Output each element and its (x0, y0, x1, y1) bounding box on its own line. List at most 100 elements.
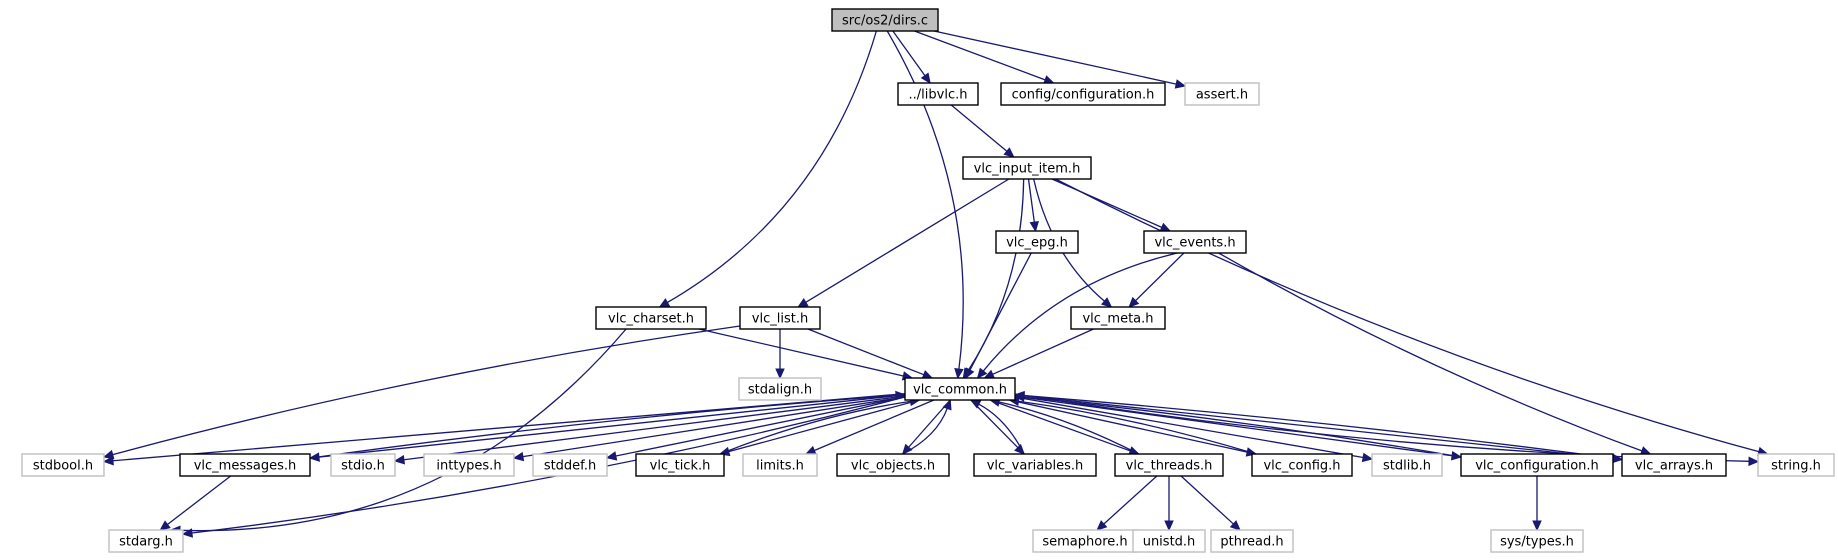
edge-vlc_input_item_h-to-vlc_list_h (805, 178, 1010, 303)
node-vlc-common-h[interactable]: vlc_common.h (904, 377, 1016, 401)
node-box (1143, 230, 1247, 254)
edge-vlc_config_h-to-vlc_common_h (1018, 400, 1257, 455)
node-vlc-epg-h[interactable]: vlc_epg.h (995, 230, 1079, 254)
edge-vlc_common_h-to-inttypes_h (522, 396, 906, 458)
node-box (995, 230, 1079, 254)
node-label: semaphore.h (1042, 535, 1127, 550)
node-vlc-input-item-h[interactable]: vlc_input_item.h (962, 156, 1092, 180)
arrowhead-vlc_input_item_h-to-vlc_events_h (1159, 222, 1172, 232)
edge-vlc_common_h-to-stddef_h (615, 396, 906, 457)
node-limits-h: limits.h (742, 453, 818, 477)
node-vlc-configuration-h[interactable]: vlc_configuration.h (1460, 453, 1614, 477)
edge-vlc_events_h-to-vlc_common_h (982, 252, 1178, 372)
node-label: limits.h (756, 459, 804, 474)
edge-vlc_configuration_h-to-vlc_common_h (1023, 396, 1462, 458)
arrowhead-dirs_c-to-vlc_charset_h (658, 298, 671, 308)
node-box (532, 453, 608, 477)
node-vlc-objects-h[interactable]: vlc_objects.h (836, 453, 950, 477)
arrowhead-vlc_common_h-to-stdarg_h (181, 528, 194, 538)
arrowhead-vlc_events_h-to-vlc_common_h (976, 367, 988, 379)
node-label: assert.h (1196, 88, 1248, 103)
node-dirs-c[interactable]: src/os2/dirs.c (831, 8, 939, 32)
node-stdlib-h: stdlib.h (1371, 453, 1443, 477)
node-label: stddef.h (544, 459, 596, 474)
edge-vlc_common_h-to-vlc_config_h (1009, 399, 1248, 453)
node-label: vlc_input_item.h (974, 162, 1081, 177)
node-config-configuration-h[interactable]: config/configuration.h (1000, 82, 1166, 106)
edge-vlc_messages_h-to-stdarg_h (167, 475, 232, 526)
edge-vlc_list_h-to-vlc_common_h (807, 328, 924, 376)
edge-dirs_c-to-vlc_common_h (886, 30, 964, 370)
edge-vlc_common_h-to-vlc_arrays_h (1014, 394, 1614, 460)
node-label: vlc_configuration.h (1475, 459, 1599, 474)
node-label: stdbool.h (33, 459, 93, 474)
arrowhead-vlc_events_h-to-vlc_meta_h (1128, 296, 1140, 308)
node-vlc-charset-h[interactable]: vlc_charset.h (595, 306, 707, 330)
node-box (831, 8, 939, 32)
arrowhead-vlc_input_item_h-to-vlc_epg_h (1029, 220, 1039, 233)
node-label: vlc_threads.h (1126, 459, 1213, 474)
node-label: vlc_meta.h (1082, 312, 1153, 327)
node-label: vlc_arrays.h (1635, 459, 1713, 474)
arrowhead-vlc_common_h-to-limits_h (804, 445, 817, 455)
node-box (742, 453, 818, 477)
edge-vlc_common_h-to-vlc_tick_h (728, 399, 920, 453)
arrowhead-dirs_c-to-assert_h (1174, 79, 1187, 89)
edge-vlc_charset_h-to-vlc_common_h (698, 328, 904, 377)
node-box (635, 453, 725, 477)
arrowhead-vlc_threads_h-to-pthread_h (1229, 520, 1241, 531)
node-vlc-list-h[interactable]: vlc_list.h (739, 306, 821, 330)
edge-vlc_messages_h-to-vlc_common_h (309, 394, 897, 459)
arrowhead-vlc_common_h-to-stdio_h (393, 454, 406, 465)
node-label: string.h (1771, 459, 1821, 474)
node-label: vlc_messages.h (194, 459, 297, 474)
node-label: vlc_config.h (1263, 459, 1340, 474)
node-box (1114, 453, 1224, 477)
edge-vlc_input_item_h-to-string_h (1055, 178, 1759, 453)
node-label: inttypes.h (436, 459, 501, 474)
edge-vlc_variables_h-to-vlc_common_h (978, 403, 1025, 455)
edge-dirs_c-to-assert_h (933, 30, 1177, 85)
arrowhead-vlc_arrays_h-to-vlc_common_h (1013, 390, 1025, 401)
node-unistd-h: unistd.h (1132, 529, 1206, 553)
node-box (739, 306, 821, 330)
arrowhead-vlc_list_h-to-stdbool_h (102, 449, 115, 460)
node-box (1757, 453, 1835, 477)
nodes-layer: src/os2/dirs.c ../libvlc.h config/configur… (21, 8, 1835, 553)
arrowhead-vlc_threads_h-to-unistd_h (1164, 520, 1174, 532)
arrowhead-dirs_c-to-libvlc_h (920, 72, 931, 85)
node-vlc-tick-h[interactable]: vlc_tick.h (635, 453, 725, 477)
node-box (836, 453, 950, 477)
node-box (108, 529, 184, 553)
node-box (423, 453, 515, 477)
arrowhead-vlc_threads_h-to-semaphore_h (1096, 520, 1108, 531)
node-box (21, 453, 105, 477)
node-vlc-variables-h[interactable]: vlc_variables.h (973, 453, 1097, 477)
edge-dirs_c-to-config_configuration_h (914, 30, 1046, 81)
edge-vlc_objects_h-to-vlc_common_h (902, 408, 948, 455)
edge-vlc_tick_h-to-vlc_common_h (719, 400, 911, 455)
node-label: sys/types.h (1500, 535, 1574, 550)
node-libvlc-h[interactable]: ../libvlc.h (897, 82, 979, 106)
node-box (1371, 453, 1443, 477)
arrowhead-vlc_common_h-to-stdlib_h (1361, 452, 1374, 463)
node-vlc-arrays-h[interactable]: vlc_arrays.h (1621, 453, 1727, 477)
node-sys-types-h: sys/types.h (1490, 529, 1584, 553)
node-vlc-events-h[interactable]: vlc_events.h (1143, 230, 1247, 254)
arrowhead-vlc_epg_h-to-vlc_common_h (965, 367, 975, 380)
edge-dirs_c-to-vlc_charset_h (667, 30, 877, 304)
node-vlc-config-h[interactable]: vlc_config.h (1251, 453, 1353, 477)
node-box (179, 453, 311, 477)
node-vlc-meta-h[interactable]: vlc_meta.h (1070, 306, 1166, 330)
edge-vlc_threads_h-to-semaphore_h (1103, 475, 1158, 525)
node-label: stdalign.h (748, 383, 812, 398)
arrowhead-vlc_input_item_h-to-vlc_meta_h (1100, 297, 1113, 308)
edge-vlc_list_h-to-stdbool_h (112, 325, 741, 456)
node-stdalign-h: stdalign.h (738, 377, 822, 401)
node-vlc-threads-h[interactable]: vlc_threads.h (1114, 453, 1224, 477)
node-vlc-messages-h[interactable]: vlc_messages.h (179, 453, 311, 477)
node-box (1070, 306, 1166, 330)
node-box (1251, 453, 1353, 477)
arrowhead-vlc_common_h-to-string_h (1748, 456, 1760, 467)
